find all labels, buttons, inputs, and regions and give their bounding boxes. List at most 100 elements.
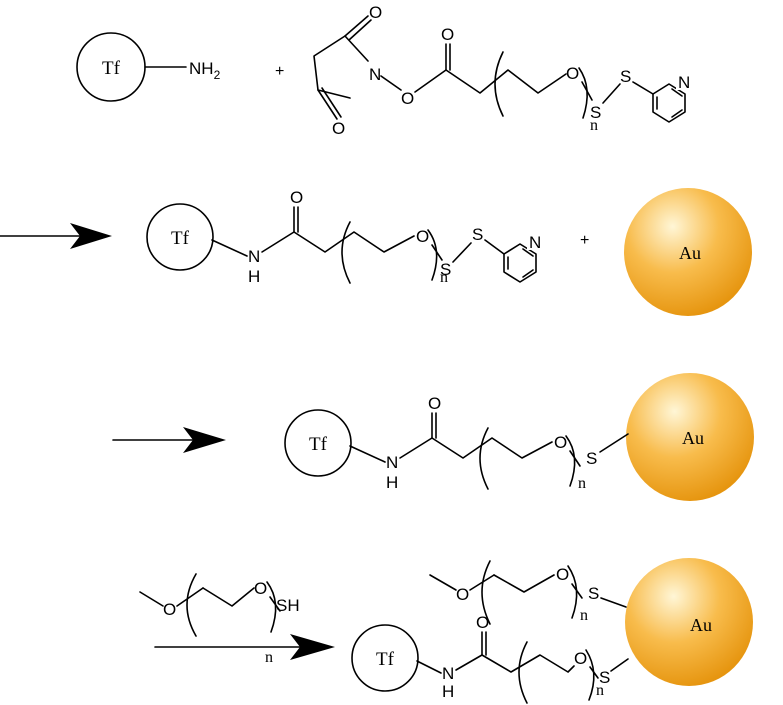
amide-oxygen-3: O	[428, 394, 441, 413]
pyridine2-n-mask	[527, 232, 543, 250]
imide-carbonyl-bottom-2	[321, 87, 342, 118]
tf-label-4: Tf	[376, 649, 395, 670]
p-mpeg-bracket-close	[567, 565, 578, 619]
methyl-bond	[139, 591, 164, 607]
tf-n-bond-4	[416, 660, 442, 674]
peg-chain	[445, 69, 567, 94]
imide-carbonyl-top	[344, 15, 369, 37]
gold-nanoparticle-1: Au	[624, 188, 752, 316]
amide-hydrogen-4: H	[442, 682, 454, 701]
au-label-1: Au	[679, 243, 701, 263]
intermediate-tf-peg-pyridyl-disulfide: Tf N H O O n S S N	[146, 188, 543, 286]
sulfur-1: S	[590, 103, 601, 122]
pyridine2-double-2	[522, 269, 534, 278]
pyridine-nitrogen: N	[678, 73, 690, 92]
pyridine-ring	[652, 83, 686, 123]
imide-oxygen-top: O	[369, 3, 382, 22]
reaction-arrow-2	[112, 427, 226, 453]
tf-protein-circle-2	[146, 203, 214, 271]
pyridine-n-mask	[676, 72, 692, 90]
gold-sphere-2	[626, 373, 754, 501]
repeat-bracket-close	[578, 67, 588, 119]
product-tf-arm: Tf N H O O n S	[351, 613, 629, 704]
disulfide-bond	[602, 83, 621, 104]
repeat-bracket-open-3	[479, 427, 489, 490]
peg-oxygen-3: O	[554, 433, 567, 452]
mpeg-o-s-bond	[269, 596, 281, 612]
imide-oxygen-bottom: O	[332, 119, 345, 138]
repeat-bracket-open	[494, 51, 504, 117]
sulfur-2b: S	[472, 225, 483, 244]
succinimide-ring	[313, 35, 369, 99]
imide-carbonyl-bottom	[317, 89, 338, 120]
imide-carbonyl-top-2	[348, 19, 372, 41]
o-s-bond-3	[569, 450, 581, 467]
o-s-bond-2	[431, 244, 443, 261]
mpeg-oxygen-2: O	[254, 579, 267, 598]
mpeg-chain	[202, 587, 255, 607]
p-mpeg-oxygen-2: O	[556, 565, 569, 584]
n-carbonyl-bond-2	[261, 231, 295, 253]
s-au-bond-4	[610, 658, 629, 672]
ester-oxygen: O	[401, 89, 414, 108]
reaction-arrow-3	[154, 634, 335, 660]
tf-protein-circle-4	[351, 624, 419, 692]
pyridine-double-2	[671, 109, 683, 118]
plus-sign-2: +	[580, 232, 589, 249]
tf-label-3: Tf	[309, 434, 328, 455]
o-carbonyl-bond	[414, 69, 447, 93]
amide-hydrogen-3: H	[386, 473, 398, 492]
gold-sphere-1	[624, 188, 752, 316]
mpeg-bracket-close	[266, 581, 277, 633]
arrow-2-head	[183, 427, 226, 453]
pyridine-nitrogen-2: N	[529, 233, 541, 252]
tf-n-bond-3	[349, 445, 386, 463]
p-mpeg-s-au-bond	[600, 597, 627, 608]
au-label-3: Au	[690, 615, 712, 635]
n-o-bond	[380, 75, 402, 91]
repeat-bracket-open-2	[341, 221, 351, 284]
repeat-bracket-close-3	[565, 435, 576, 487]
p-mpeg-sulfur: S	[588, 584, 599, 603]
pyridine2-double-1	[522, 248, 534, 257]
repeat-count-n: n	[590, 117, 598, 134]
mpeg-repeat-n: n	[265, 649, 273, 666]
amide-hydrogen-2: H	[248, 267, 260, 286]
mpeg-bracket-open	[186, 573, 197, 637]
repeat-bracket-close-2	[427, 229, 438, 281]
repeat-count-n-4: n	[596, 682, 604, 699]
tf-label: Tf	[102, 58, 121, 79]
imide-nitrogen: N	[369, 65, 381, 84]
mpeg-oxygen-1: O	[163, 600, 176, 619]
p-mpeg-oxygen-1: O	[456, 585, 469, 604]
pyridine-ring-2	[503, 243, 537, 283]
sulfur-2: S	[620, 67, 631, 86]
arrow-1-head	[70, 223, 112, 249]
reactant-tf-amine: Tf NH2	[76, 32, 221, 102]
mpeg-bond-1	[176, 587, 204, 607]
p-mpeg-bracket-open	[481, 560, 491, 625]
p-mpeg-repeat-n: n	[580, 607, 588, 624]
amine-label: NH2	[189, 59, 221, 82]
au-label-2: Au	[682, 428, 704, 448]
s-pyridine-bond	[632, 81, 654, 95]
peg-chain-2	[293, 231, 415, 253]
s-pyridine-bond-2	[484, 239, 505, 255]
s-au-bond-3	[599, 433, 629, 453]
gold-nanoparticle-2: Au	[626, 373, 754, 501]
o-s-bond-4	[589, 666, 599, 679]
peg-chain-4	[481, 654, 575, 673]
repeat-bracket-open-4	[518, 641, 528, 704]
tf-label-2: Tf	[171, 228, 190, 249]
o-s-bond	[581, 81, 593, 101]
reaction-arrow-1	[0, 223, 112, 249]
p-mpeg-chain	[493, 574, 555, 593]
amide-nitrogen-3: N	[386, 453, 398, 472]
repeat-count-n-3: n	[578, 475, 586, 492]
repeat-count-n-2: n	[440, 269, 448, 286]
gold-sphere-3	[625, 558, 753, 686]
product-mpeg-arm: O O n S	[429, 560, 627, 625]
peg-chain-3	[431, 437, 553, 459]
amide-nitrogen-2: N	[248, 247, 260, 266]
